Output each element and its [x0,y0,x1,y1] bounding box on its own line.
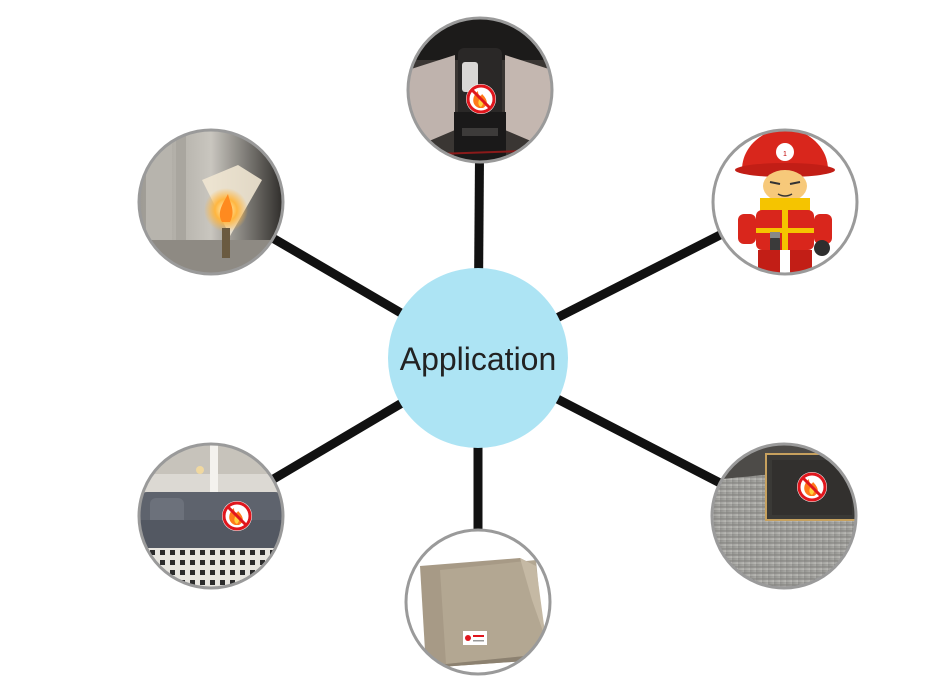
no-fire-icon [464,82,498,116]
node-carpet [710,442,858,590]
node-car-interior [406,16,554,164]
node-sofa [137,442,285,590]
center-node: Application [388,268,568,448]
no-fire-icon [220,499,254,533]
no-fire-icon [795,470,829,504]
node-firefighter: 1 [711,128,859,276]
center-label: Application [400,341,557,377]
node-lamp-fire [137,128,285,276]
helmet-badge: 1 [783,151,787,158]
node-blanket [404,528,552,676]
